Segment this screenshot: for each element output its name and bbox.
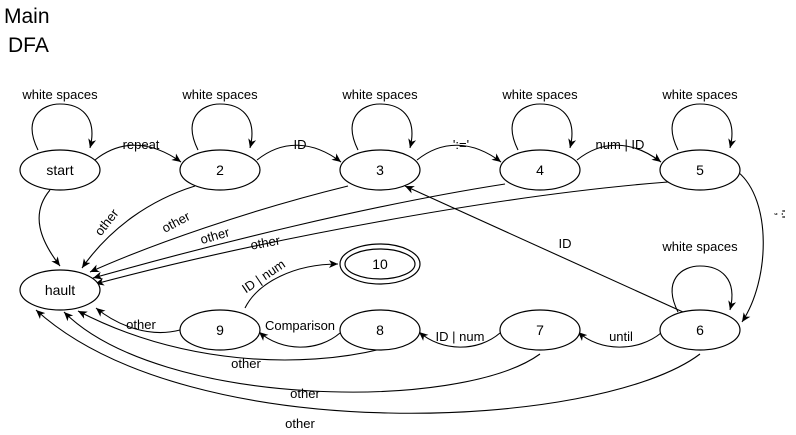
edge-label: ';'	[773, 210, 788, 219]
state-label: 8	[376, 322, 384, 338]
state-label: hault	[45, 282, 75, 298]
edge-label: until	[609, 329, 633, 344]
edge-4-to-5: num | ID	[576, 137, 662, 163]
edge-label: white spaces	[21, 87, 98, 102]
state-2: 2	[179, 149, 261, 191]
state-label: 3	[376, 162, 384, 178]
diagram-title: Main	[4, 5, 50, 28]
edge-label: white spaces	[341, 87, 418, 102]
edge-6-to-7: until	[577, 329, 662, 348]
edge-label: other	[159, 208, 193, 235]
edge-8-to-9: Comparison	[258, 318, 341, 348]
edge-start-to-hault	[38, 189, 61, 267]
edge-label: ID | num	[436, 329, 485, 344]
edge-5-to-hault: other	[94, 181, 669, 286]
edge-9-to-10: ID | num	[239, 256, 339, 309]
diagram-subtitle: DFA	[8, 34, 49, 57]
edge-6-loop: white spaces	[661, 239, 738, 313]
state-hault: hault	[19, 269, 101, 311]
edge-8-to-hault: other	[77, 310, 386, 371]
edge-label: white spaces	[501, 87, 578, 102]
state-8: 8	[339, 309, 421, 351]
edge-label: other	[249, 232, 281, 252]
state-9: 9	[179, 309, 261, 351]
state-3: 3	[339, 149, 421, 191]
edge-label: other	[285, 416, 315, 431]
edge-9-to-hault: other	[95, 307, 181, 334]
edge-2-to-3: ID	[256, 137, 342, 163]
edge-label: repeat	[123, 137, 160, 152]
edge-label: white spaces	[661, 87, 738, 102]
edge-label: other	[126, 317, 156, 332]
edge-label: other	[91, 205, 121, 238]
edge-6-to-3: ID	[404, 185, 684, 313]
edge-label: white spaces	[661, 239, 738, 254]
state-start: start	[19, 149, 101, 191]
state-label: start	[46, 162, 73, 178]
edge-4-to-hault: other	[92, 183, 506, 280]
edge-label: Comparison	[265, 318, 335, 333]
edge-start-loop: white spaces	[21, 87, 98, 151]
edge-3-loop: white spaces	[341, 87, 418, 151]
edge-label: other	[198, 224, 231, 247]
state-label: 9	[216, 322, 224, 338]
edge-label: other	[290, 386, 320, 401]
state-6: 6	[659, 309, 741, 351]
edge-label: ID	[294, 137, 307, 152]
edge-start-to-2: repeat	[94, 137, 182, 163]
edge-5-loop: white spaces	[661, 87, 738, 151]
state-label: 7	[536, 322, 544, 338]
state-5: 5	[659, 149, 741, 191]
edge-7-to-8: ID | num	[418, 329, 501, 348]
edge-7-to-hault: other	[63, 311, 541, 401]
edge-5-to-6: ';'	[737, 171, 788, 323]
state-7: 7	[499, 309, 581, 351]
state-label: 10	[372, 256, 388, 272]
edge-2-loop: white spaces	[181, 87, 258, 151]
state-label: 4	[536, 162, 544, 178]
state-label: 5	[696, 162, 704, 178]
edge-label: num | ID	[596, 137, 645, 152]
edge-3-to-4: ':='	[416, 137, 502, 163]
edge-label: other	[231, 356, 261, 371]
state-label: 6	[696, 322, 704, 338]
edge-4-loop: white spaces	[501, 87, 578, 151]
edge-label: white spaces	[181, 87, 258, 102]
edge-6-to-hault: other	[35, 309, 701, 431]
state-10-accepting: 10	[339, 243, 421, 285]
state-label: 2	[216, 162, 224, 178]
state-4: 4	[499, 149, 581, 191]
edge-label: ID	[559, 236, 572, 251]
edge-label: ':='	[453, 137, 469, 152]
